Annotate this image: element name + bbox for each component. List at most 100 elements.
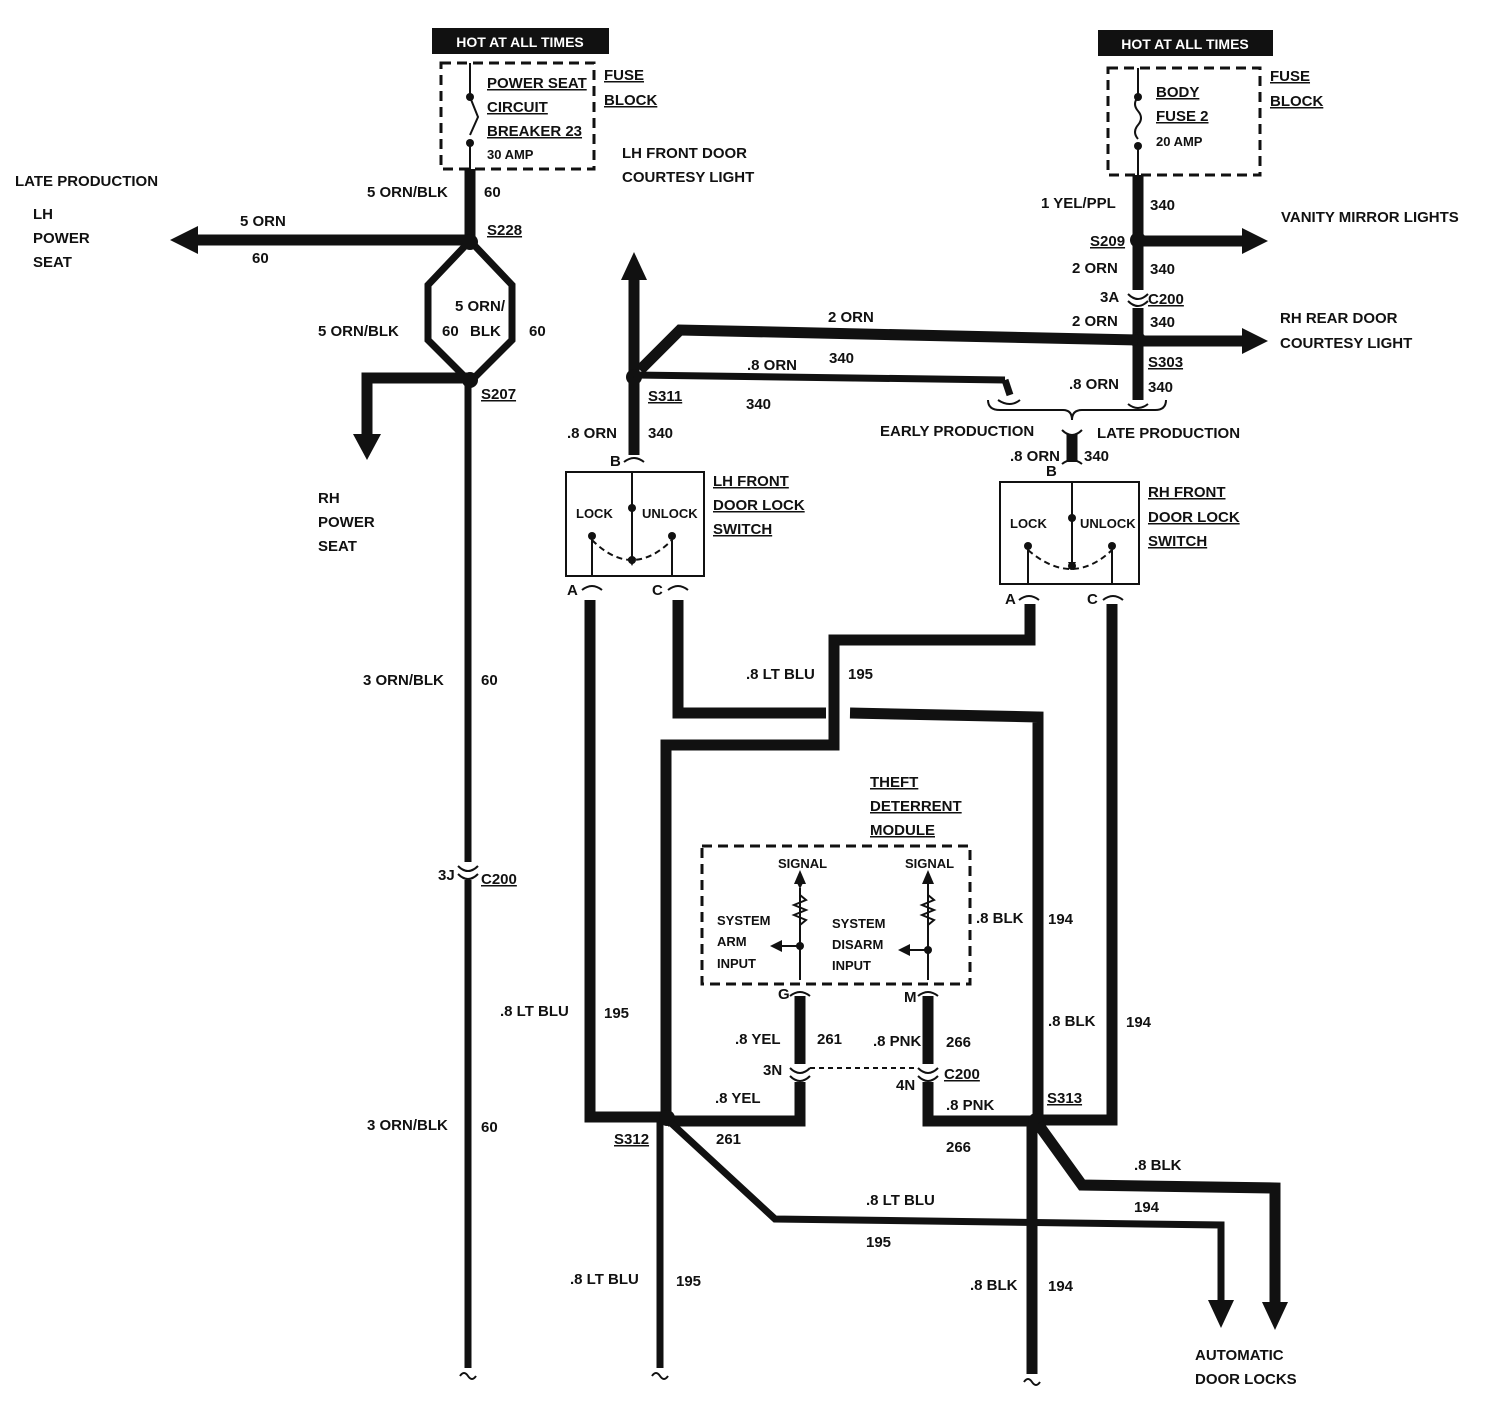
svg-text:SYSTEM: SYSTEM: [717, 913, 770, 928]
svg-text:C200: C200: [944, 1066, 980, 1083]
svg-text:4N: 4N: [896, 1077, 915, 1094]
svg-text:340: 340: [829, 350, 854, 367]
svg-text:BLK: BLK: [470, 323, 501, 340]
svg-text:2 ORN: 2 ORN: [1072, 313, 1118, 330]
wire-to-rh-seat: [361, 372, 470, 438]
connector-c200-3n-4n: 3N C200 4N: [763, 1062, 980, 1094]
svg-text:C200: C200: [1148, 291, 1184, 308]
svg-text:MODULE: MODULE: [870, 822, 935, 839]
svg-text:SWITCH: SWITCH: [1148, 533, 1207, 550]
wire-195-rh-a: [660, 604, 1036, 1117]
svg-text:SWITCH: SWITCH: [713, 521, 772, 538]
svg-text:3 ORN/BLK: 3 ORN/BLK: [363, 672, 444, 689]
svg-text:SYSTEM: SYSTEM: [832, 916, 885, 931]
svg-text:.8 LT BLU: .8 LT BLU: [500, 1003, 569, 1020]
svg-text:S313: S313: [1047, 1090, 1082, 1107]
svg-text:340: 340: [1150, 261, 1175, 278]
wire-loop-left: [424, 243, 468, 380]
svg-text:30 AMP: 30 AMP: [487, 147, 534, 162]
svg-text:DOOR LOCK: DOOR LOCK: [713, 497, 805, 514]
svg-text:LATE PRODUCTION: LATE PRODUCTION: [15, 173, 158, 190]
svg-text:340: 340: [1150, 314, 1175, 331]
svg-text:S312: S312: [614, 1131, 649, 1148]
svg-text:CIRCUIT: CIRCUIT: [487, 99, 548, 116]
wire-194-rh-switch-a: [849, 707, 1044, 1120]
svg-text:LH: LH: [33, 206, 53, 223]
svg-text:LH FRONT: LH FRONT: [713, 473, 789, 490]
svg-text:RH: RH: [318, 490, 340, 507]
svg-text:195: 195: [676, 1273, 701, 1290]
svg-text:DOOR LOCKS: DOOR LOCKS: [1195, 1371, 1297, 1388]
svg-text:G: G: [778, 986, 790, 1003]
arrow-auto-locks-195: [1208, 1300, 1234, 1328]
hot-at-all-times-right: HOT AT ALL TIMES: [1098, 30, 1273, 56]
svg-text:FUSE: FUSE: [604, 67, 644, 84]
late-production-label: LATE PRODUCTION: [15, 173, 158, 190]
svg-text:3N: 3N: [763, 1062, 782, 1079]
wire-261-to-s312: [668, 1082, 806, 1127]
svg-text:3 ORN/BLK: 3 ORN/BLK: [367, 1117, 448, 1134]
svg-text:60: 60: [481, 672, 498, 689]
svg-text:.8 YEL: .8 YEL: [715, 1090, 761, 1107]
wire-08orn-to-early: [633, 371, 1006, 384]
svg-text:M: M: [904, 989, 917, 1006]
svg-text:.8 LT BLU: .8 LT BLU: [866, 1192, 935, 1209]
svg-text:194: 194: [1048, 1278, 1074, 1295]
fuse-block-left: POWER SEAT CIRCUIT BREAKER 23 30 AMP FUS…: [439, 61, 657, 171]
svg-text:POWER: POWER: [318, 514, 375, 531]
lh-door-lock-switch: LOCK UNLOCK LH FRONT DOOR LOCK SWITCH: [565, 471, 805, 577]
svg-text:B: B: [1046, 463, 1057, 480]
svg-text:261: 261: [716, 1131, 741, 1148]
svg-text:S207: S207: [481, 386, 516, 403]
fuse-block-right: BODY FUSE 2 20 AMP FUSE BLOCK: [1106, 66, 1323, 177]
svg-text:C: C: [652, 582, 663, 599]
svg-text:5 ORN/: 5 ORN/: [455, 298, 506, 315]
arrow-rh-rear: [1242, 328, 1268, 354]
svg-text:LATE PRODUCTION: LATE PRODUCTION: [1097, 425, 1240, 442]
svg-text:BREAKER 23: BREAKER 23: [487, 123, 582, 140]
rh-rear-door-courtesy-label: RH REAR DOOR COURTESY LIGHT: [1280, 310, 1412, 352]
svg-text:RH FRONT: RH FRONT: [1148, 484, 1226, 501]
svg-text:COURTESY LIGHT: COURTESY LIGHT: [1280, 335, 1412, 352]
svg-text:DOOR LOCK: DOOR LOCK: [1148, 509, 1240, 526]
wire-2orn-to-s303: [636, 324, 1139, 374]
hot-at-all-times-left: HOT AT ALL TIMES: [432, 28, 609, 54]
svg-text:S228: S228: [487, 222, 522, 239]
svg-text:20 AMP: 20 AMP: [1156, 134, 1203, 149]
wire-195-to-auto-locks: [667, 1119, 1225, 1302]
svg-text:195: 195: [866, 1234, 891, 1251]
svg-text:261: 261: [817, 1031, 842, 1048]
svg-text:195: 195: [848, 666, 873, 683]
svg-text:LOCK: LOCK: [576, 506, 613, 521]
svg-text:.8 ORN: .8 ORN: [567, 425, 617, 442]
arrow-rh-seat: [353, 434, 381, 460]
svg-text:AUTOMATIC: AUTOMATIC: [1195, 1347, 1284, 1364]
svg-text:2 ORN: 2 ORN: [1072, 260, 1118, 277]
svg-text:INPUT: INPUT: [717, 956, 756, 971]
connector-c200-3a: 3A C200: [1100, 289, 1184, 308]
svg-text:SEAT: SEAT: [33, 254, 72, 271]
svg-text:DETERRENT: DETERRENT: [870, 798, 962, 815]
svg-text:194: 194: [1134, 1199, 1160, 1216]
svg-text:SEAT: SEAT: [318, 538, 357, 555]
production-brace: EARLY PRODUCTION LATE PRODUCTION: [880, 399, 1240, 442]
svg-text:VANITY MIRROR LIGHTS: VANITY MIRROR LIGHTS: [1281, 209, 1459, 226]
svg-text:5 ORN/BLK: 5 ORN/BLK: [318, 323, 399, 340]
arrow-vanity: [1242, 228, 1268, 254]
svg-text:340: 340: [1150, 197, 1175, 214]
svg-text:C200: C200: [481, 871, 517, 888]
wire-195-lh-c: [672, 600, 826, 719]
theft-deterrent-module: THEFT DETERRENT MODULE SIGNAL SIGNAL SYS…: [700, 774, 972, 986]
svg-text:266: 266: [946, 1034, 971, 1051]
svg-text:.8 ORN: .8 ORN: [1069, 376, 1119, 393]
svg-text:FUSE: FUSE: [1270, 68, 1310, 85]
rh-power-seat-label: RH POWER SEAT: [318, 490, 375, 555]
svg-text:60: 60: [484, 184, 501, 201]
svg-text:SIGNAL: SIGNAL: [778, 856, 827, 871]
wire-195-lh-a-to-s312: [584, 600, 668, 1123]
connector-c200-3j: 3J C200: [438, 865, 517, 888]
svg-text:THEFT: THEFT: [870, 774, 918, 791]
svg-text:.8 PNK: .8 PNK: [946, 1097, 995, 1114]
svg-text:3A: 3A: [1100, 289, 1119, 306]
svg-text:340: 340: [746, 396, 771, 413]
